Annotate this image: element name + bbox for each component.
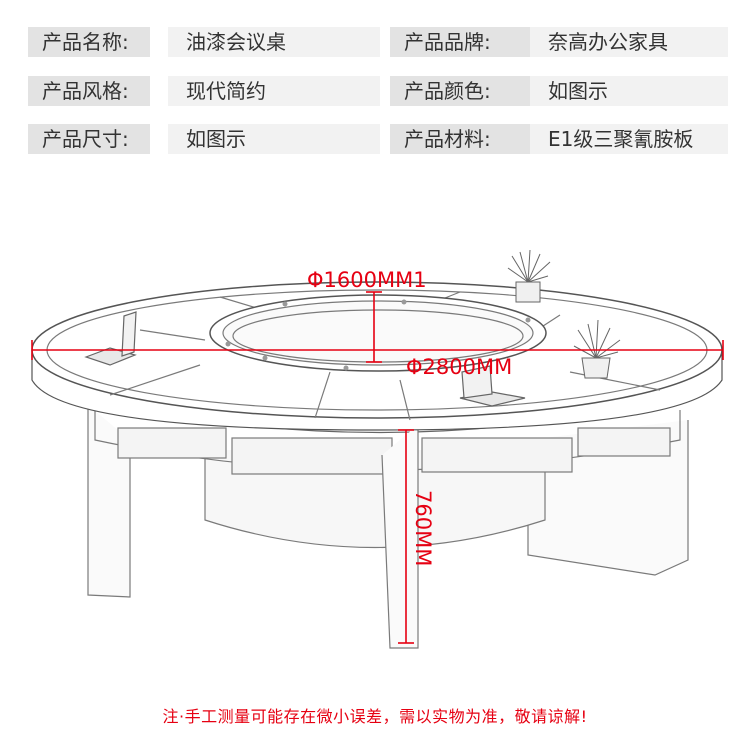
dim-height (398, 429, 414, 644)
spec-row-2: 产品风格: 现代简约 产品颜色: 如图示 (28, 76, 728, 106)
spec-label-color: 产品颜色: (390, 76, 540, 106)
spec-label-style: 产品风格: (28, 76, 150, 106)
ring-screws (225, 299, 531, 371)
plant-right (573, 319, 621, 379)
spec-value-style: 现代简约 (168, 76, 380, 106)
table-sketch (31, 281, 723, 649)
spec-value-brand: 奈高办公家具 (530, 27, 728, 57)
outer-diameter-label: Φ2800MM (406, 355, 512, 379)
spec-row-1: 产品名称: 油漆会议桌 产品品牌: 奈高办公家具 (28, 27, 728, 57)
spec-label-brand: 产品品牌: (390, 27, 540, 57)
table-sketch-diagram: Φ1600MM1 Φ2800MM 760MM (31, 249, 724, 649)
spec-value-size: 如图示 (168, 124, 380, 154)
laptop-right (459, 365, 526, 407)
inner-diameter-label: Φ1600MM1 (307, 268, 427, 292)
spec-value-name: 油漆会议桌 (168, 27, 380, 57)
height-label: 760MM (411, 490, 435, 566)
spec-label-material: 产品材料: (390, 124, 540, 154)
dim-inner-radius (366, 291, 382, 363)
spec-value-color: 如图示 (530, 76, 728, 106)
spec-value-material: E1级三聚氰胺板 (530, 124, 728, 154)
laptop-left (84, 311, 137, 366)
plant-back (507, 249, 551, 303)
spec-row-3: 产品尺寸: 如图示 产品材料: E1级三聚氰胺板 (28, 124, 728, 154)
measurement-disclaimer: 注·手工测量可能存在微小误差，需以实物为准，敬请谅解! (162, 707, 588, 726)
spec-label-name: 产品名称: (28, 27, 150, 57)
dim-outer-diameter (31, 340, 724, 360)
spec-label-size: 产品尺寸: (28, 124, 150, 154)
